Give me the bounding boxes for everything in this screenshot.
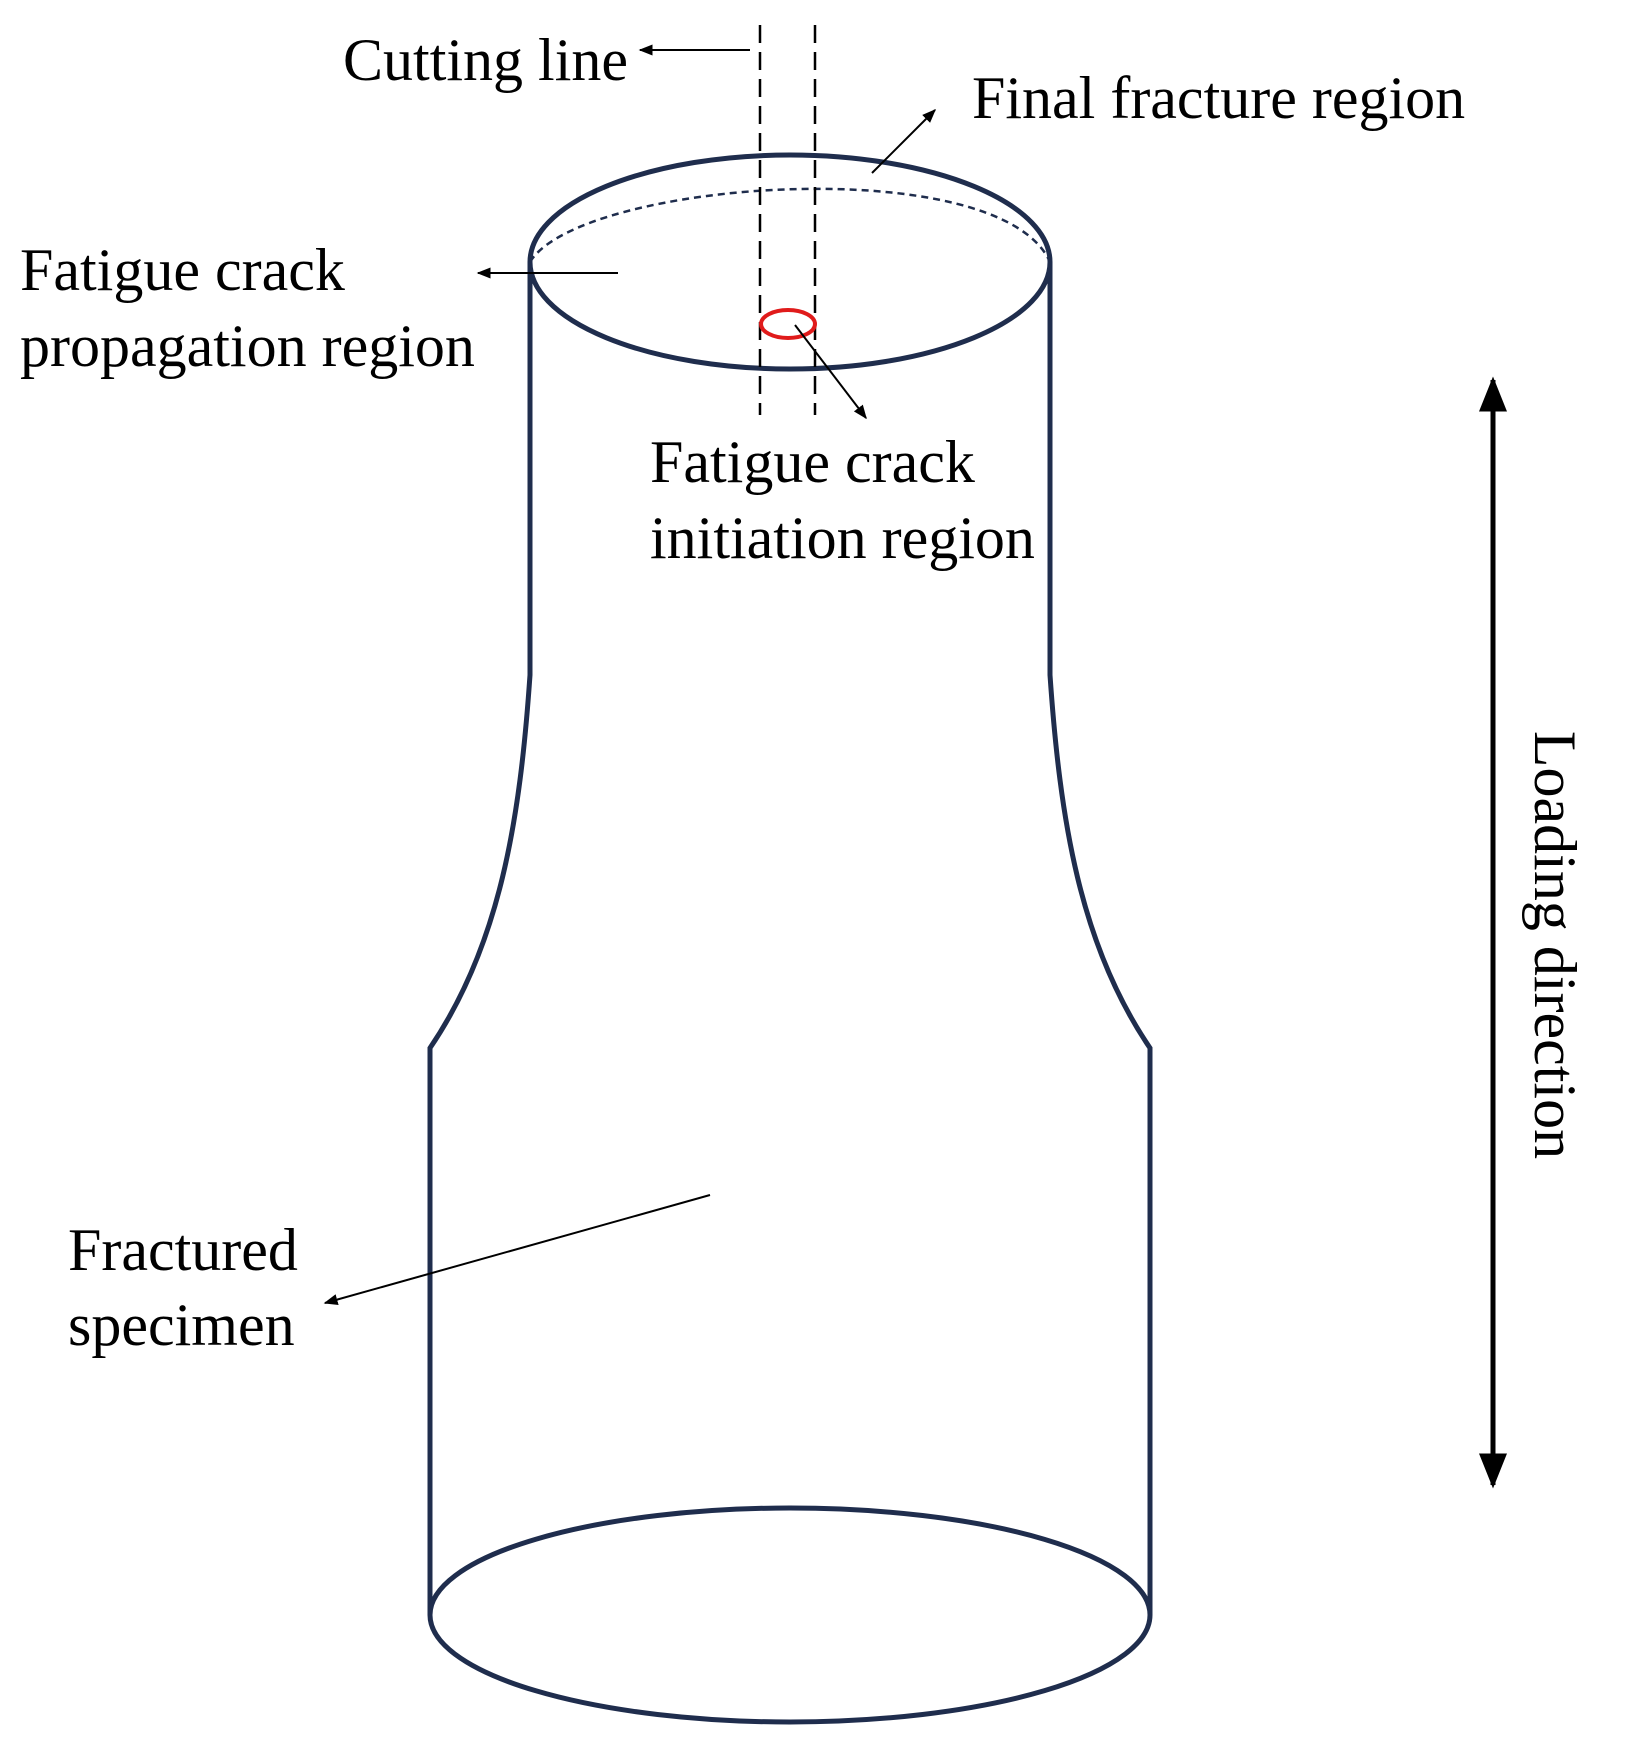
loading-direction-label: Loading direction	[1522, 731, 1588, 1159]
final-fracture-region-label: Final fracture region	[972, 65, 1465, 131]
specimen-right-profile	[1047, 262, 1153, 1615]
specimen-outline	[427, 152, 1153, 1725]
propagation-region-label-line2: propagation region	[20, 313, 475, 379]
propagation-region-label-line1: Fatigue crack	[20, 237, 345, 303]
specimen-base-ellipse	[427, 1505, 1153, 1725]
initiation-arrow	[794, 324, 867, 420]
cutting-lines	[758, 25, 817, 415]
specimen-left-profile	[427, 262, 533, 1615]
fractured-specimen-arrow	[323, 1194, 711, 1305]
annotation-arrows	[323, 44, 936, 1305]
cutting-line-label: Cutting line	[343, 27, 628, 93]
initiation-marker	[759, 308, 817, 340]
initiation-region-label-line1: Fatigue crack	[650, 429, 975, 495]
fractured-specimen-label-line2: specimen	[68, 1292, 295, 1358]
fractured-specimen-label-line1: Fractured	[68, 1217, 298, 1283]
initiation-region-label-line2: initiation region	[650, 505, 1035, 571]
final-fracture-arrow	[871, 109, 936, 174]
final-fracture-boundary	[528, 187, 1052, 263]
